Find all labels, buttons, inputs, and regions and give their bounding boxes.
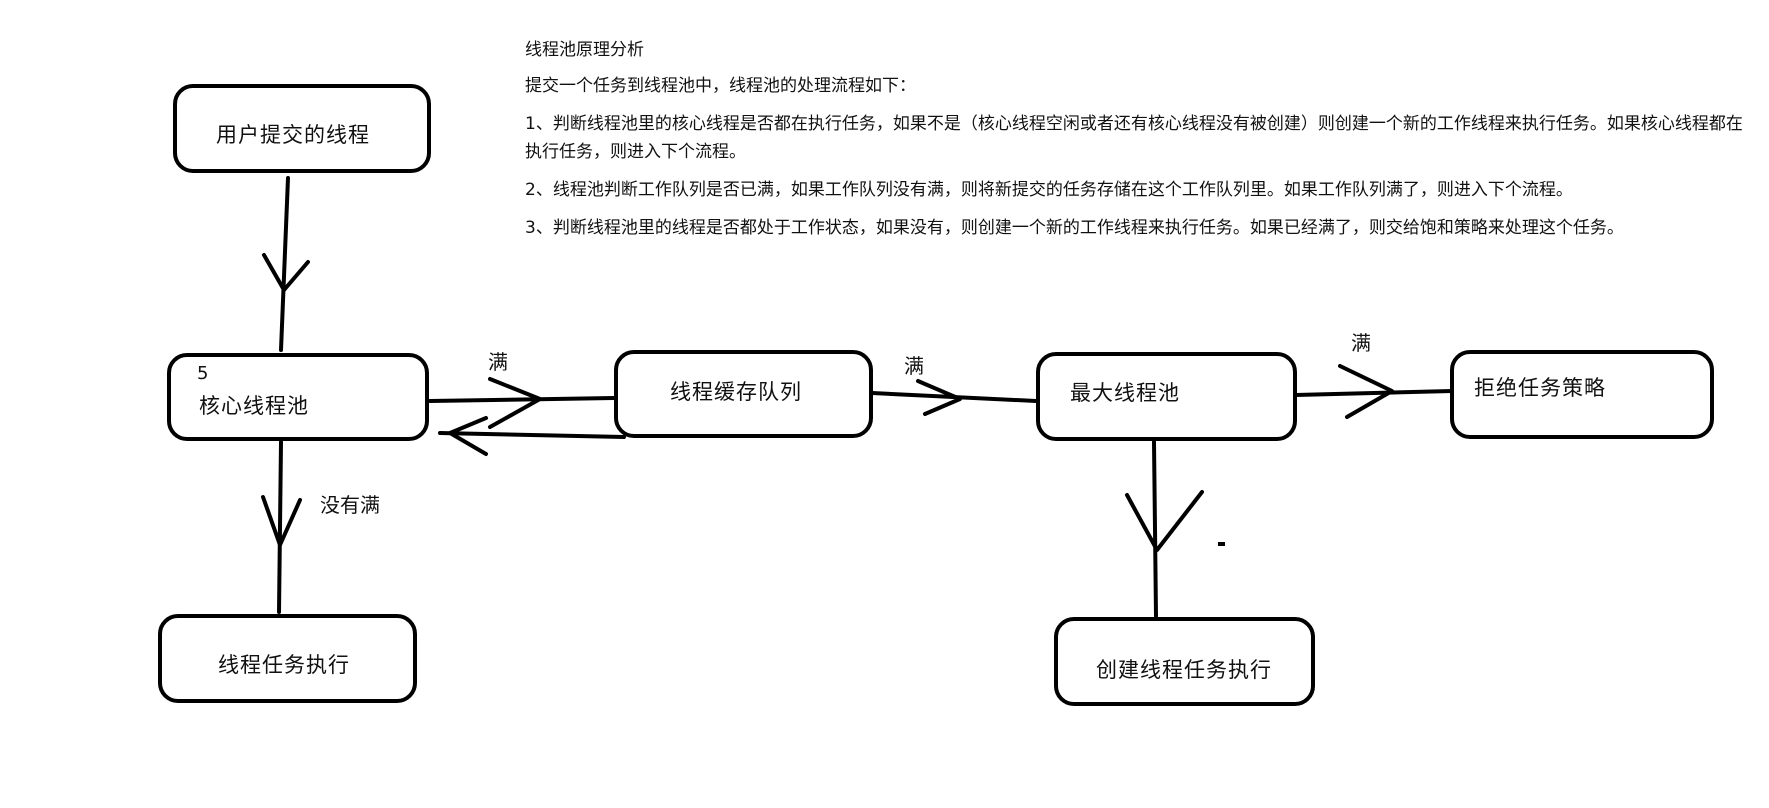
node-reject-policy: 拒绝任务策略 xyxy=(1450,350,1714,439)
arrowhead-core-to-exec xyxy=(261,495,302,547)
arrowhead-user-to-core xyxy=(262,253,310,292)
node-core-pool-number: 5 xyxy=(197,363,210,384)
arrow-max-to-reject xyxy=(1294,389,1454,397)
node-task-exec-label: 线程任务执行 xyxy=(218,653,350,677)
edge-label-queue-to-max: 满 xyxy=(904,354,924,378)
arrowhead-core-to-queue xyxy=(488,377,542,429)
notes-step-1: 1、判断线程池里的核心线程是否都在执行任务，如果不是（核心线程空闲或者还有核心线… xyxy=(525,114,1743,162)
node-core-pool-label: 核心线程池 xyxy=(199,394,309,418)
arrowhead-max-to-create xyxy=(1125,490,1204,552)
node-cache-queue: 线程缓存队列 xyxy=(614,350,873,438)
notes-intro: 提交一个任务到线程池中，线程池的处理流程如下： xyxy=(525,76,916,96)
arrowhead-queue-to-core xyxy=(448,416,488,456)
arrow-core-to-queue xyxy=(428,396,616,403)
node-max-pool: 最大线程池 xyxy=(1036,352,1297,441)
node-max-pool-label: 最大线程池 xyxy=(1070,381,1180,405)
notes-step-3: 3、判断线程池里的线程是否都处于工作状态，如果没有，则创建一个新的工作线程来执行… xyxy=(525,218,1624,238)
node-reject-policy-label: 拒绝任务策略 xyxy=(1474,376,1606,400)
arrow-queue-to-core xyxy=(438,431,626,439)
arrow-user-to-core xyxy=(279,176,290,352)
node-user-submit-label: 用户提交的线程 xyxy=(216,123,370,147)
node-create-exec: 创建线程任务执行 xyxy=(1054,617,1315,706)
node-cache-queue-label: 线程缓存队列 xyxy=(670,380,802,404)
edge-label-core-to-queue: 满 xyxy=(488,350,508,374)
notes-title: 线程池原理分析 xyxy=(525,40,644,60)
stray-mark xyxy=(1218,542,1225,546)
arrow-max-to-create xyxy=(1152,440,1158,618)
notes-step-2: 2、线程池判断工作队列是否已满，如果工作队列没有满，则将新提交的任务存储在这个工… xyxy=(525,180,1573,200)
node-create-exec-label: 创建线程任务执行 xyxy=(1096,658,1272,682)
explanation-notes: 线程池原理分析 提交一个任务到线程池中，线程池的处理流程如下： 1、判断线程池里… xyxy=(525,36,1750,252)
node-task-exec: 线程任务执行 xyxy=(158,614,417,703)
arrowhead-queue-to-max xyxy=(916,379,962,416)
node-core-pool: 5 核心线程池 xyxy=(167,353,429,441)
arrow-core-to-exec xyxy=(277,440,283,614)
node-user-submit: 用户提交的线程 xyxy=(173,84,431,173)
edge-label-core-to-exec: 没有满 xyxy=(320,493,380,517)
edge-label-max-to-reject: 满 xyxy=(1351,331,1371,355)
arrowhead-max-to-reject xyxy=(1338,364,1394,419)
